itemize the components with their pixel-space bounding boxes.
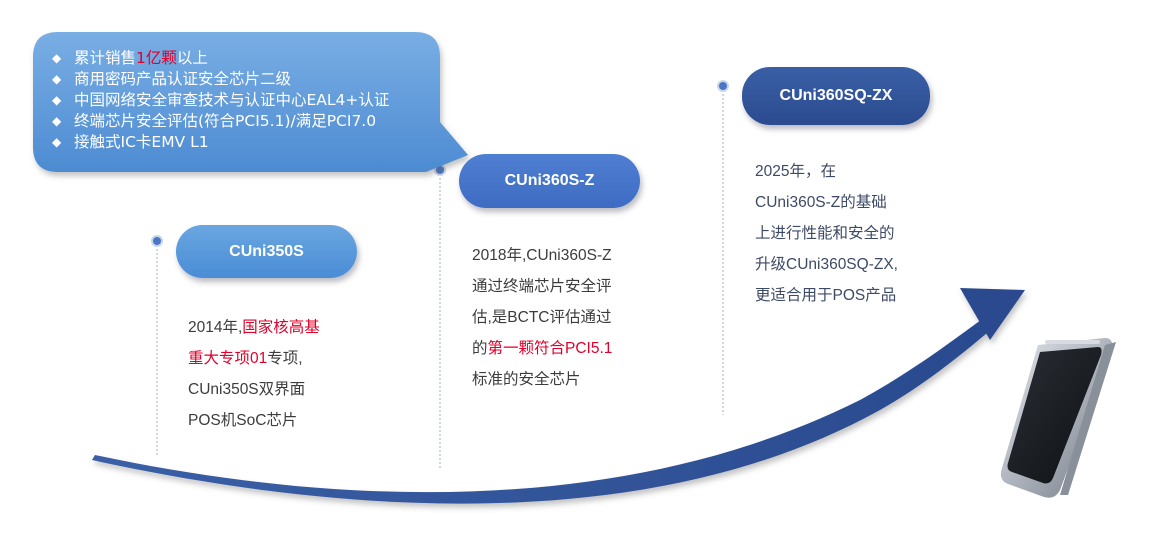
text-segment: 以上: [176, 49, 208, 67]
text-segment: 2014年,: [188, 319, 243, 336]
callout-item: ◆ 中国网络安全审查技术与认证中心EAL4+认证: [52, 90, 442, 111]
text-segment: POS机SoC芯片: [188, 412, 298, 429]
timeline-stem: [151, 235, 163, 455]
text-segment: 标准的安全芯片: [472, 371, 581, 388]
description-line: 重大专项01专项,: [188, 343, 320, 374]
diamond-bullet-icon: ◆: [52, 51, 62, 65]
text-segment: 接触式IC卡EMV L1: [74, 133, 209, 151]
text-segment: 估,是BCTC评估通过: [472, 309, 612, 326]
description-line: 通过终端芯片安全评: [472, 271, 612, 302]
milestone-label-cuni350s: CUni350S: [176, 225, 357, 278]
description-line: 升级CUni360SQ-ZX,: [755, 249, 898, 280]
callout-bubble: [33, 32, 468, 172]
diamond-bullet-icon: ◆: [52, 93, 62, 107]
text-segment: CUni350S双界面: [188, 381, 306, 398]
timeline-stem: [434, 164, 446, 470]
description-line: 更适合用于POS产品: [755, 280, 898, 311]
text-segment: 2025年，在: [755, 163, 836, 180]
pos-terminal-icon: [1000, 338, 1116, 498]
description-line: 2025年，在: [755, 156, 898, 187]
text-segment: 的: [472, 340, 488, 357]
text-segment: 更适合用于POS产品: [755, 287, 897, 304]
text-segment: 商用密码产品认证安全芯片二级: [74, 70, 292, 88]
callout-item: ◆ 接触式IC卡EMV L1: [52, 132, 442, 153]
highlight-text: 1亿颗: [136, 49, 177, 67]
description-line: CUni350S双界面: [188, 374, 320, 405]
description-line: 2014年,国家核高基: [188, 312, 320, 343]
description-line: CUni360S-Z的基础: [755, 187, 898, 218]
highlight-text: 第一颗符合PCI5.1: [487, 340, 613, 357]
text-segment: 升级CUni360SQ-ZX,: [755, 256, 898, 273]
milestone-description: 2025年，在 CUni360S-Z的基础上进行性能和安全的升级CUni360SQ…: [755, 156, 898, 311]
text-segment: 通过终端芯片安全评: [472, 278, 612, 295]
text-segment: 2018年,CUni360S-Z: [472, 247, 612, 264]
diamond-bullet-icon: ◆: [52, 72, 62, 86]
callout-list: ◆ 累计销售1亿颗以上 ◆ 商用密码产品认证安全芯片二级 ◆ 中国网络安全审查技术与认证中…: [52, 48, 442, 153]
milestone-label-cuni360sq-zx: CUni360SQ-ZX: [742, 67, 930, 125]
description-line: 上进行性能和安全的: [755, 218, 898, 249]
callout-item: ◆ 终端芯片安全评估(符合PCI5.1)/满足PCI7.0: [52, 111, 442, 132]
description-line: POS机SoC芯片: [188, 405, 320, 436]
description-line: 标准的安全芯片: [472, 364, 612, 395]
text-segment: 累计销售: [74, 49, 137, 67]
text-segment: CUni360S-Z的基础: [755, 194, 887, 211]
highlight-text: 国家核高基: [242, 319, 320, 336]
text-segment: 上进行性能和安全的: [755, 225, 895, 242]
diamond-bullet-icon: ◆: [52, 114, 62, 128]
callout-item: ◆ 累计销售1亿颗以上: [52, 48, 442, 69]
milestone-label-cuni360s-z: CUni360S-Z: [459, 154, 640, 208]
timeline-stem: [717, 80, 729, 415]
text-segment: 专项,: [267, 350, 303, 367]
description-line: 2018年,CUni360S-Z: [472, 240, 612, 271]
callout-item: ◆ 商用密码产品认证安全芯片二级: [52, 69, 442, 90]
growth-arrow-icon: [92, 288, 1025, 504]
text-segment: 中国网络安全审查技术与认证中心EAL4+认证: [74, 91, 390, 109]
diamond-bullet-icon: ◆: [52, 135, 62, 149]
text-segment: 终端芯片安全评估(符合PCI5.1)/满足PCI7.0: [74, 112, 377, 130]
description-line: 的第一颗符合PCI5.1: [472, 333, 612, 364]
description-line: 估,是BCTC评估通过: [472, 302, 612, 333]
highlight-text: 重大专项01: [188, 350, 268, 367]
